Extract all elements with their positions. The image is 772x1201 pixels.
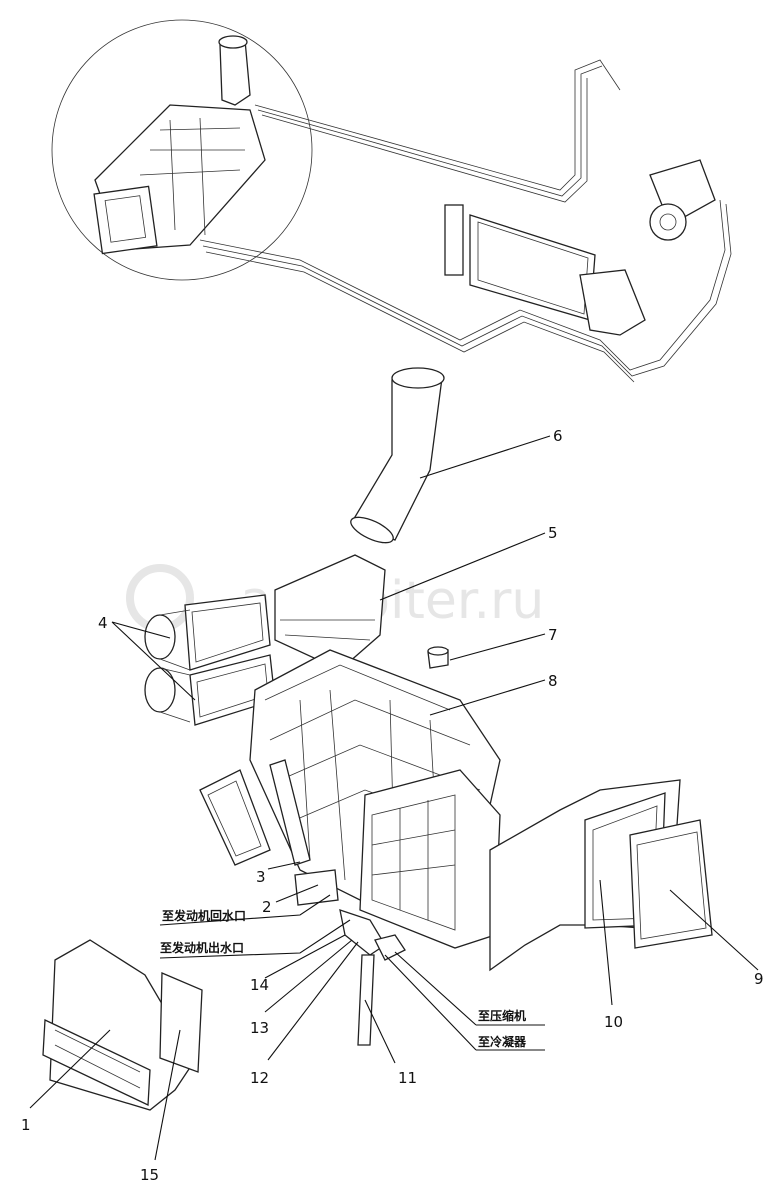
part-9-filter [629, 819, 713, 949]
part-15-panel [159, 972, 203, 1073]
annotations: 至发动机回水口 至发动机出水口 至压缩机 至冷凝器 [160, 908, 527, 1049]
part-7-fitting [427, 646, 449, 669]
leader-lines [29, 435, 759, 1161]
part-6-duct [350, 367, 445, 544]
detail-circle [51, 19, 313, 281]
callout-8: 8 [548, 672, 558, 690]
callout-9: 9 [754, 970, 764, 988]
callout-6: 6 [553, 427, 563, 445]
hvac-unit-overview [93, 35, 266, 255]
part-1-housing [42, 939, 196, 1111]
label-to-condenser: 至冷凝器 [478, 1034, 527, 1049]
callout-14: 14 [250, 976, 269, 994]
callouts: 1 2 3 4 5 6 7 8 9 10 11 12 13 14 15 [21, 427, 764, 1184]
system-overview [51, 19, 732, 383]
callout-2: 2 [262, 898, 272, 916]
callout-4: 4 [98, 614, 108, 632]
callout-5: 5 [548, 524, 558, 542]
refrigerant-pipes [199, 59, 732, 383]
callout-12: 12 [250, 1069, 269, 1087]
main-hvac-unit [199, 649, 501, 956]
callout-13: 13 [250, 1019, 269, 1037]
callout-1: 1 [21, 1116, 31, 1134]
callout-7: 7 [548, 626, 558, 644]
part-10-duct [489, 779, 681, 972]
part-5-cover [274, 554, 386, 671]
callout-10: 10 [604, 1013, 623, 1031]
label-to-compressor: 至压缩机 [478, 1008, 526, 1023]
label-engine-return: 至发动机回水口 [162, 908, 246, 923]
condenser-overview [444, 204, 646, 336]
compressor-overview [649, 159, 716, 241]
label-engine-outlet: 至发动机出水口 [160, 940, 244, 955]
callout-15: 15 [140, 1166, 159, 1184]
part-4-filters [144, 594, 276, 726]
callout-11: 11 [398, 1069, 417, 1087]
callout-3: 3 [256, 868, 266, 886]
